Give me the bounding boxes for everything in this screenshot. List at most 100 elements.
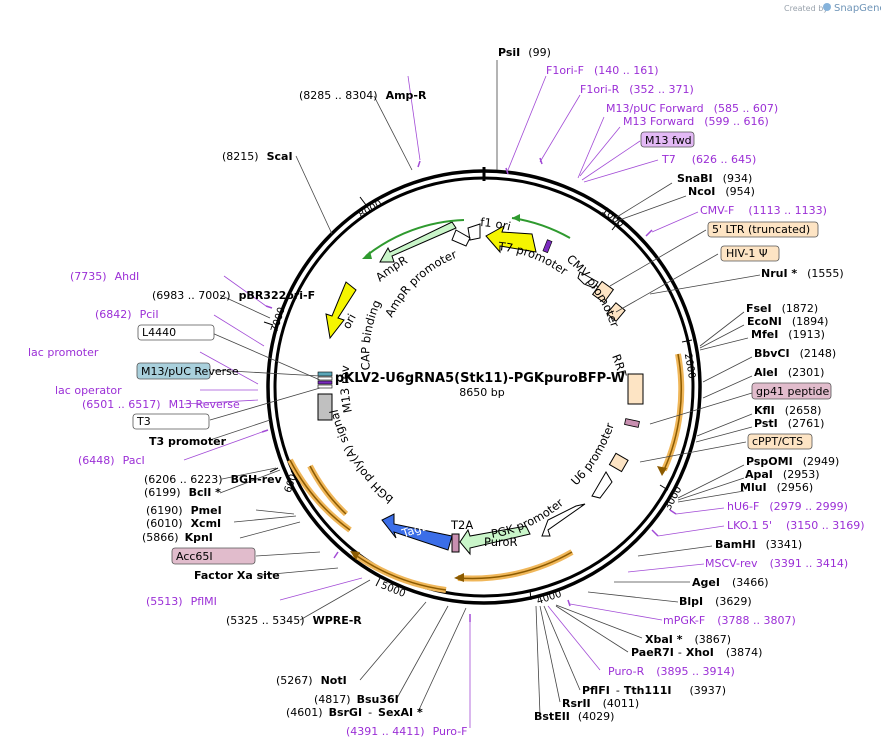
svg-text:gp41 peptide: gp41 peptide (756, 385, 830, 398)
feature-label-f1ori: f1 ori (480, 215, 512, 233)
site-bamhi[interactable]: BamHI(3341) (715, 538, 802, 551)
puror-arrow (459, 525, 531, 556)
site-pflmi[interactable]: Factor Xa site (194, 569, 280, 582)
feature-box-factor-xa[interactable]: Acc65I (171, 547, 256, 565)
plasmid-name: pKLV2-U6gRNA5(Stk11)-PGKpuroBFP-W (335, 371, 625, 386)
primer-bgh-rev[interactable]: (6448)PacI (78, 454, 145, 467)
primer-m13-puc-forward[interactable]: M13/pUC Forward(585 .. 607) (606, 102, 778, 115)
primer-t3[interactable]: (6501 .. 6517)M13 Reverse (82, 398, 240, 411)
site-pspomi[interactable]: PspOMI(2949) (746, 455, 839, 468)
bottom-orange-arc-2-head (350, 551, 360, 560)
primer-f1ori-r[interactable]: F1ori-R(352 .. 371) (580, 83, 694, 96)
primer-mscv-rev[interactable]: MSCV-rev(3391 .. 3414) (705, 557, 848, 570)
site-mlui[interactable]: MluI(2956) (740, 481, 813, 494)
gp41-box (624, 418, 640, 428)
u6-promoter-arrow (591, 471, 613, 499)
feature-box-hiv-psi[interactable]: HIV-1 Ψ (720, 245, 780, 262)
site-econi[interactable]: EcoNI(1894) (747, 315, 828, 328)
feature-box-cppt[interactable]: cPPT/CTS (747, 433, 813, 450)
site-pmei[interactable]: (6199)BclI * (144, 486, 221, 499)
primer-m13-forward[interactable]: M13 Forward(599 .. 616) (623, 115, 769, 128)
features (287, 214, 685, 593)
svg-text:Acc65I: Acc65I (176, 550, 213, 563)
site-kfli[interactable]: KflI(2658) (754, 404, 821, 417)
site-bsu36i[interactable]: (5267)NotI (276, 674, 347, 687)
bottom-orange-arc-1-head (454, 573, 464, 582)
primer-f1ori-f[interactable]: F1ori-F(140 .. 161) (546, 64, 659, 77)
ori-arrow (325, 281, 357, 340)
site-psii[interactable]: PsiI(99) (498, 46, 551, 59)
snapgene-logo: Created by SnapGene (784, 3, 881, 14)
site-agei[interactable]: AgeI(3466) (692, 576, 769, 589)
primer-puro-f[interactable]: (4391 .. 4411)Puro-F (346, 725, 468, 738)
site-noti[interactable]: (5325 .. 5345)WPRE-R (226, 614, 362, 627)
site-acc65i[interactable]: (5866)KpnI (142, 531, 213, 544)
site-xcmi[interactable]: (6190)PmeI (146, 504, 222, 517)
site-scai[interactable]: (8285 .. 8304)Amp-R (299, 89, 427, 102)
primer-puro-r[interactable]: Puro-R(3895 .. 3914) (608, 665, 735, 678)
left-orange-arc-line (289, 459, 351, 531)
site-csii-sexai[interactable]: (4601)BsrGI-SexAI * (286, 706, 423, 719)
site-rsrii[interactable]: RsrII(4011) (562, 697, 639, 710)
tick-2000: 2000 (682, 353, 697, 380)
feature-box-m13-fwd[interactable]: M13 fwd (640, 131, 695, 148)
primer-t7[interactable]: T7(626 .. 645) (661, 153, 756, 166)
right-orange-arc (661, 353, 685, 472)
site-pflfi-tth111i[interactable]: PflFI-Tth111I(3937) (582, 684, 726, 697)
site-bsrgi[interactable]: (4817)Bsu36I (314, 693, 399, 706)
m13-fwd-mark (542, 239, 553, 254)
primer-m13-puc-reverse[interactable]: lac promoter (28, 346, 99, 359)
tagbfp-arrow (381, 513, 453, 551)
snapgene-icon (823, 3, 831, 11)
backbone (266, 167, 702, 605)
rre-box (627, 373, 644, 405)
ampr-green-arc-head (362, 251, 372, 259)
svg-text:M13 fwd: M13 fwd (645, 134, 692, 147)
site-pcii[interactable]: (6983 .. 7002)pBR322ori-F (152, 289, 315, 302)
feature-label-puror: PuroR (484, 535, 518, 549)
site-xbai[interactable]: XbaI *(3867) (645, 633, 731, 646)
feature-label-m13rev: M13 rev (337, 365, 354, 415)
svg-text:cPPT/CTS: cPPT/CTS (752, 435, 803, 448)
feature-label-cmv: CMV promoter (564, 252, 622, 329)
m13-rev-mark (317, 376, 333, 381)
site-bcli[interactable]: (6206 .. 6223)BGH-rev (144, 473, 283, 486)
feature-box-t3-promoter[interactable]: T3 (132, 413, 210, 430)
primer-wpre-r[interactable]: (5513)PflMI (146, 595, 217, 608)
site-fsei[interactable]: FseI(1872) (746, 302, 818, 315)
labels-bottom-left: (4391 .. 4411)Puro-F (4601)BsrGI-SexAI *… (28, 89, 468, 738)
site-apai[interactable]: ApaI(2953) (745, 468, 819, 481)
primer-lko1-5[interactable]: LKO.1 5'(3150 .. 3169) (727, 519, 865, 532)
site-paer7i-xhoi[interactable]: PaeR7I-XhoI(3874) (631, 646, 762, 659)
primer-pbr322ori-f[interactable]: (7735)AhdI (70, 270, 139, 283)
site-bsteii[interactable]: BstEII(4029) (534, 710, 614, 723)
site-snabi[interactable]: SnaBI(934) (677, 172, 752, 185)
feature-box-lac-operator[interactable]: M13/pUC Reverse (136, 362, 239, 380)
f1-ori-arc-head (512, 214, 520, 222)
site-psti[interactable]: PstI(2761) (754, 417, 824, 430)
site-kpni[interactable]: (6010)XcmI (146, 517, 221, 530)
feature-box-gp41[interactable]: gp41 peptide (751, 382, 832, 400)
site-mfei[interactable]: MfeI(1913) (751, 328, 825, 341)
site-blpi[interactable]: BlpI(3629) (679, 595, 752, 608)
t3-mark (317, 380, 333, 385)
primer-cmv-f[interactable]: CMV-F(1113 .. 1133) (700, 204, 827, 217)
site-ncoi[interactable]: NcoI(954) (688, 185, 755, 198)
site-alei[interactable]: AleI(2301) (754, 366, 824, 379)
bottom-orange-arc-1-line (457, 551, 573, 580)
primer-m13-reverse[interactable]: lac operator (55, 384, 122, 397)
site-nrui[interactable]: NruI *(1555) (761, 267, 844, 280)
site-bbvci[interactable]: BbvCI(2148) (754, 347, 836, 360)
site-ahdi[interactable]: (8215)ScaI (222, 150, 293, 163)
tick-5000: 5000 (379, 580, 407, 600)
ltr-box (591, 280, 615, 304)
primer-hu6-f[interactable]: hU6-F(2979 .. 2999) (727, 500, 848, 513)
pgk-promoter-arrow (541, 503, 586, 537)
primer-mpgk-f[interactable]: mPGK-F(3788 .. 3807) (663, 614, 796, 627)
feature-box-lac-promoter[interactable]: L4440 (137, 324, 215, 341)
feature-box-5-ltr[interactable]: 5' LTR (truncated) (707, 221, 819, 238)
ring-marks (261, 157, 677, 622)
primer-l4440[interactable]: (6842)PciI (95, 308, 159, 321)
site-paci[interactable]: T3 promoter (149, 435, 227, 448)
